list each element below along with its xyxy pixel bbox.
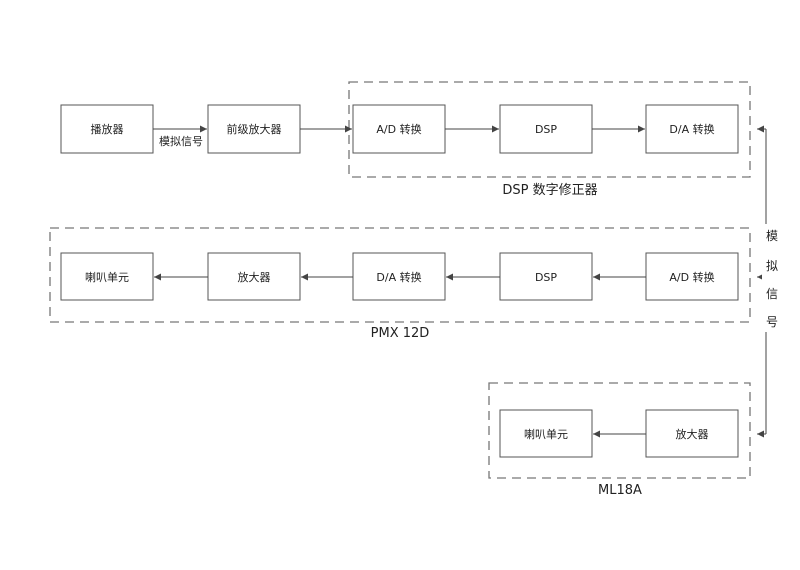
- pmx-speaker-block: [60, 252, 154, 301]
- vertical-label-char-2: 拟: [766, 259, 778, 273]
- pmx-speaker-label: 喇叭单元: [85, 270, 129, 284]
- vertical-label-char-4: 号: [766, 315, 778, 329]
- ml-amp-label: 放大器: [676, 427, 709, 441]
- vertical-label-bg: [762, 224, 782, 332]
- pmx-amp-block: [207, 252, 301, 301]
- pmx-group-label: PMX 12D: [371, 326, 430, 341]
- dsp-ad-label: A/D 转换: [376, 122, 421, 136]
- player-block: [60, 104, 154, 154]
- pmx-da-block: [352, 252, 446, 301]
- dsp-da-label: D/A 转换: [669, 122, 714, 136]
- dsp-ad-block: [352, 104, 446, 154]
- analog-signal-label: 模拟信号: [159, 134, 203, 148]
- pmx-group-frame: [49, 227, 751, 323]
- ml-group-frame: [488, 382, 751, 479]
- ml-speaker-block: [499, 409, 593, 458]
- preamp-label: 前级放大器: [227, 122, 282, 136]
- pmx-ad-label: A/D 转换: [669, 270, 714, 284]
- pmx-ad-block: [645, 252, 739, 301]
- pmx-da-label: D/A 转换: [376, 270, 421, 284]
- dsp-da-block: [645, 104, 739, 154]
- dsp-group-frame: [348, 81, 751, 178]
- ml-speaker-label: 喇叭单元: [524, 427, 568, 441]
- pmx-dsp-block: [499, 252, 593, 301]
- pmx-dsp-label: DSP: [535, 271, 557, 284]
- vertical-label-char-1: 模: [766, 229, 778, 243]
- dsp-group-label: DSP 数字修正器: [502, 183, 597, 198]
- dsp-dsp-block: [499, 104, 593, 154]
- vertical-label-char-3: 信: [766, 287, 778, 301]
- ml-group-label: ML18A: [598, 483, 642, 498]
- pmx-amp-label: 放大器: [238, 270, 271, 284]
- player-label: 播放器: [91, 122, 124, 136]
- dsp-dsp-label: DSP: [535, 123, 557, 136]
- ml-amp-block: [645, 409, 739, 458]
